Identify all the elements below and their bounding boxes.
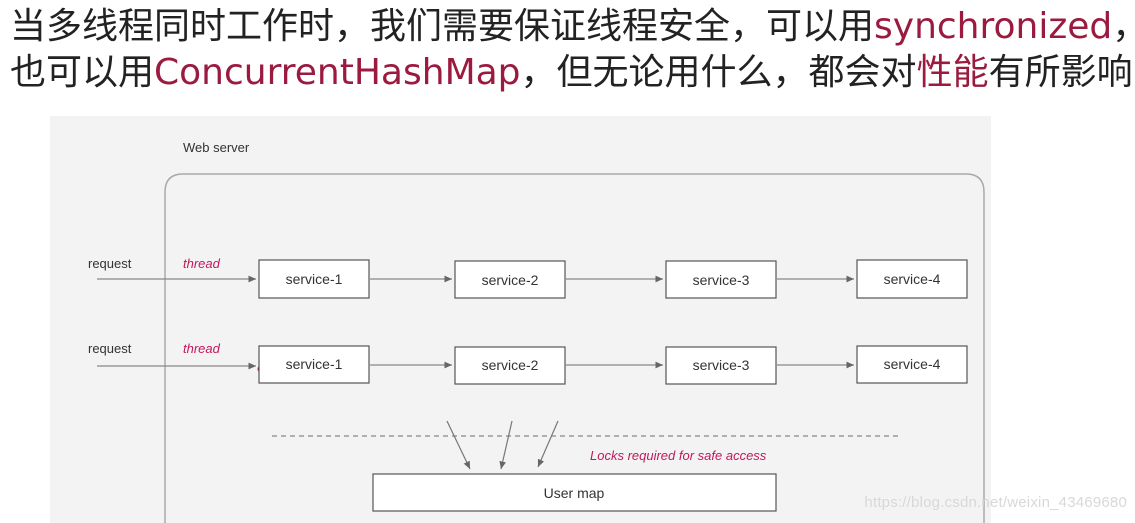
watermark: https://blog.csdn.net/weixin_43469680 [864,494,1127,511]
service-label: service-2 [482,357,539,373]
caption-text: 有所影响 [988,52,1133,93]
caption-line-1: 当多线程同时工作时，我们需要保证线程安全，可以用synchronized， [10,4,1135,50]
lock-arrow-3 [537,420,559,468]
lock-arrow-1 [446,420,471,470]
user-map-box: User map [372,473,777,512]
caption-highlight-concurrenthashmap: ConcurrentHashMap [154,52,521,93]
service-label: service-1 [286,356,343,372]
thread-label-2: thread [183,341,221,356]
caption-line-2: 也可以用ConcurrentHashMap，但无论用什么，都会对性能有所影响 [10,50,1133,96]
user-map-label: User map [544,485,605,501]
request-label-2: request [88,341,132,356]
service-box-row1-1: service-1 [258,259,370,299]
service-box-row2-4: service-4 [856,345,968,384]
service-box-row2-2: service-2 [454,346,566,385]
service-box-row1-2: service-2 [454,260,566,299]
caption-text: ， [1112,6,1135,47]
caption: 当多线程同时工作时，我们需要保证线程安全，可以用synchronized， 也可… [10,4,1135,96]
caption-highlight-performance: 性能 [916,52,989,93]
thread-label-1: thread [183,256,221,271]
locks-required-label: Locks required for safe access [590,448,767,463]
service-box-row2-3: service-3 [665,346,777,385]
service-box-row2-1: service-1 [258,345,370,384]
diagram-canvas: Web server request thread service-1 serv… [88,140,985,523]
service-box-row1-4: service-4 [856,259,968,299]
lock-arrow-2 [499,420,513,470]
service-label: service-3 [693,357,750,373]
caption-highlight-synchronized: synchronized [874,6,1113,47]
service-label: service-4 [884,356,941,372]
service-label: service-2 [482,272,539,288]
web-server-container [164,173,985,523]
diagram-slide: Web server request thread service-1 serv… [50,116,991,523]
request-label-1: request [88,256,132,271]
caption-text: 当多线程同时工作时，我们需要保证线程安全，可以用 [10,6,875,47]
caption-text: 也可以用 [10,52,155,93]
service-box-row1-3: service-3 [665,260,777,299]
web-server-label: Web server [183,140,250,155]
service-label: service-4 [884,271,941,287]
caption-text: ，但无论用什么，都会对 [520,52,917,93]
service-label: service-3 [693,272,750,288]
service-label: service-1 [286,271,343,287]
